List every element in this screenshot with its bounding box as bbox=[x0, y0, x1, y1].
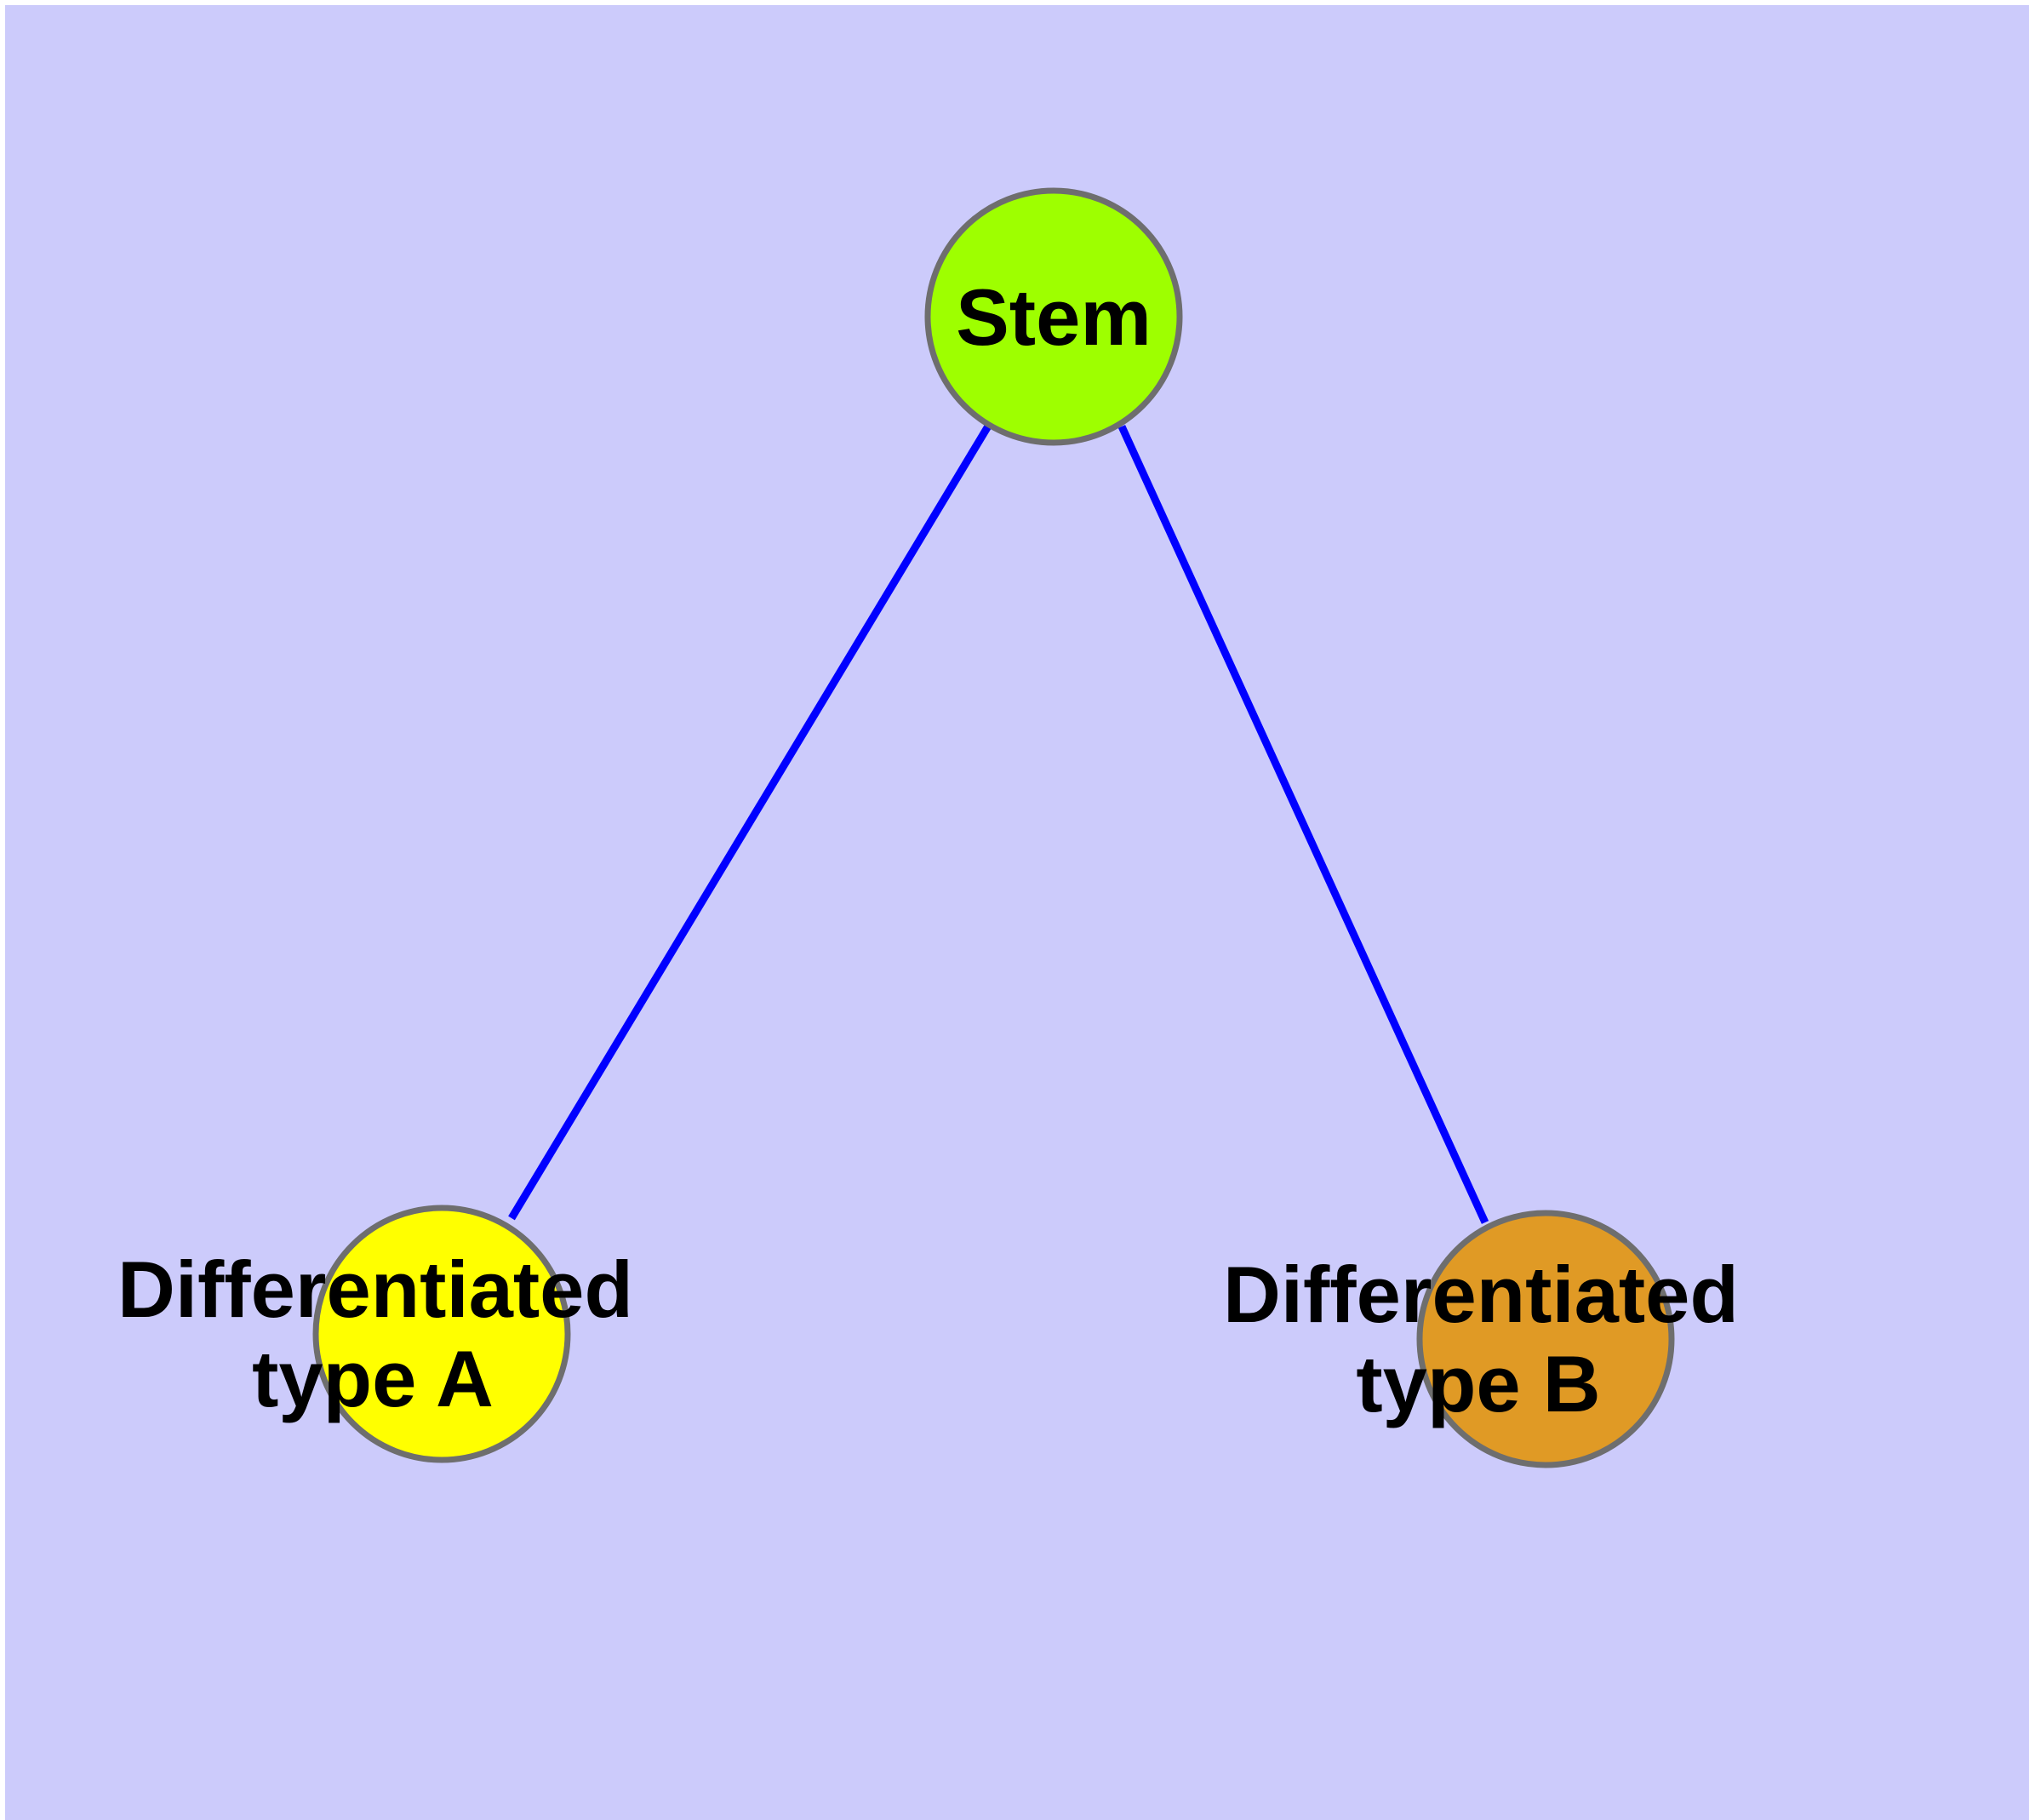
node-stem[interactable] bbox=[924, 187, 1183, 446]
node-layer bbox=[312, 187, 1675, 1468]
node-differentiated-type-b[interactable] bbox=[1416, 1210, 1675, 1468]
edge-stem-to-differentiated-b[interactable] bbox=[1117, 425, 1489, 1224]
edge-layer bbox=[508, 422, 1489, 1224]
edge-stem-to-differentiated-a[interactable] bbox=[508, 422, 992, 1221]
node-differentiated-type-a[interactable] bbox=[312, 1205, 571, 1463]
